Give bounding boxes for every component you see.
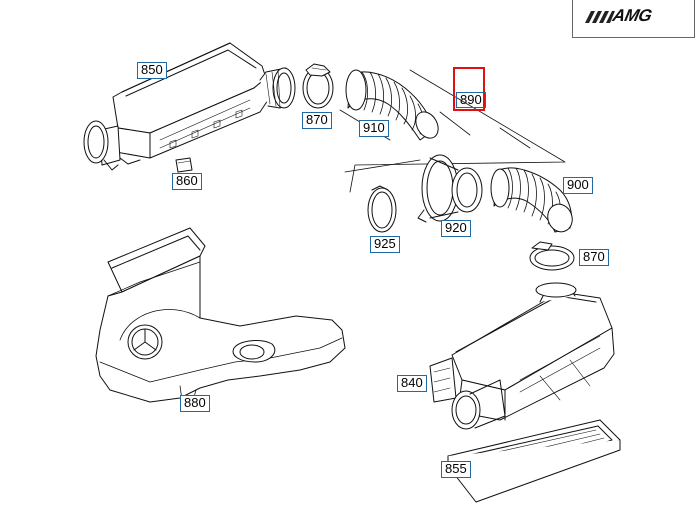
- amg-logo: AMG: [572, 0, 695, 38]
- air-filter-element-855[interactable]: [447, 419, 621, 503]
- callout-870-lower[interactable]: 870: [579, 249, 609, 266]
- intake-hose-910[interactable]: [345, 69, 443, 142]
- callout-840[interactable]: 840: [397, 375, 427, 392]
- highlight-890: [453, 67, 485, 111]
- callout-880[interactable]: 880: [180, 395, 210, 412]
- callout-925[interactable]: 925: [370, 236, 400, 253]
- assembly-guide-lines: [339, 69, 566, 193]
- callout-920[interactable]: 920: [441, 220, 471, 237]
- intake-hose-900[interactable]: [490, 167, 576, 235]
- callout-890[interactable]: 890: [456, 92, 486, 108]
- callout-870-upper[interactable]: 870: [302, 112, 332, 129]
- hose-clamp-870-upper[interactable]: [302, 63, 334, 109]
- callout-860[interactable]: 860: [172, 173, 202, 190]
- clip-860[interactable]: [175, 157, 193, 173]
- callout-850[interactable]: 850: [137, 62, 167, 79]
- engine-cover-880[interactable]: [95, 227, 346, 405]
- logo-text: AMG: [611, 6, 654, 25]
- callout-910[interactable]: 910: [359, 120, 389, 137]
- air-filter-housing-840[interactable]: [429, 282, 615, 430]
- hose-clamp-870-lower[interactable]: [529, 241, 575, 271]
- rubber-sleeve-920[interactable]: [417, 154, 483, 223]
- callout-855[interactable]: 855: [441, 461, 471, 478]
- hose-clamp-925[interactable]: [367, 185, 397, 233]
- callout-900[interactable]: 900: [563, 177, 593, 194]
- logo-stripes-icon: [585, 11, 615, 23]
- air-filter-housing-850[interactable]: [83, 42, 296, 171]
